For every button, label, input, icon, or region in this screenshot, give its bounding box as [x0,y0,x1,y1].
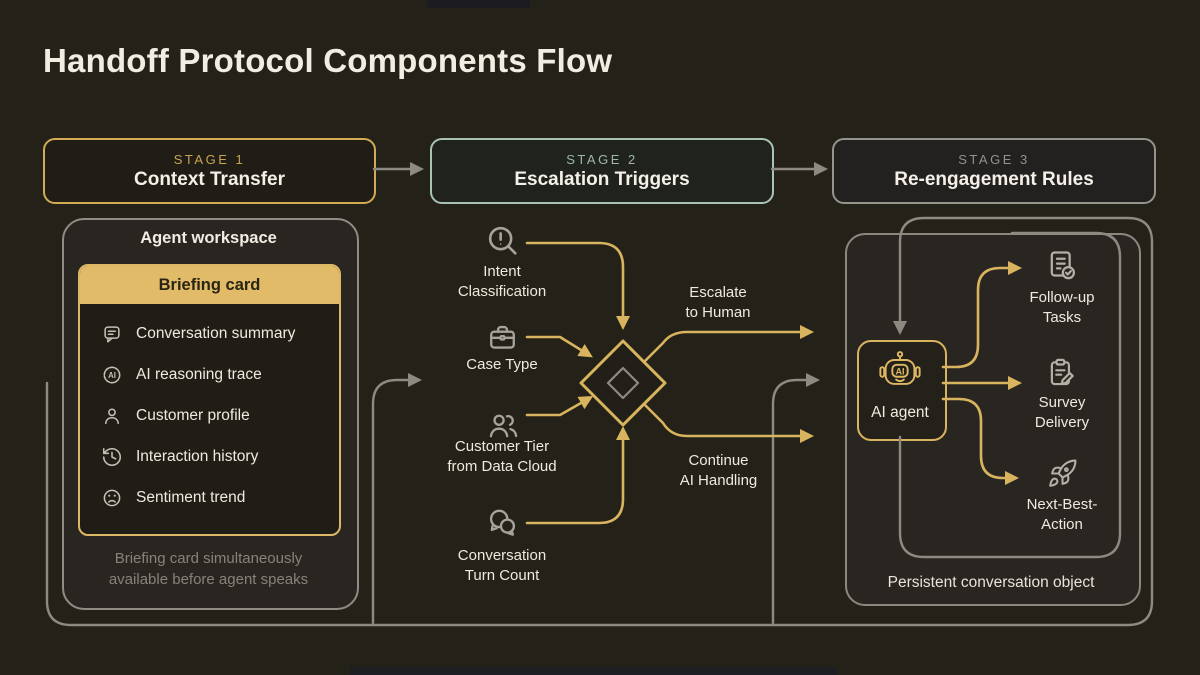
continue-arrow [637,397,814,443]
survey-delivery-label: Survey Delivery [1034,394,1090,431]
ai-agent-box [857,340,947,441]
list-item-label: AI reasoning trace [136,366,262,383]
ai-agent-label: AI agent [871,404,929,421]
workspace-title: Agent workspace [140,229,277,247]
stage-1-box: STAGE 1 Context Transfer [43,138,376,204]
turn-count-label: Conversation Turn Count [457,547,547,584]
turncount-to-diamond-arrow [525,426,630,525]
decision-diamond-inner [606,366,640,400]
list-item: Interaction history [101,446,339,468]
frown-icon [103,489,121,507]
case-type-label: Case Type [466,356,538,373]
task-check-icon [1050,251,1076,280]
history-icon [102,447,121,466]
next-best-action-label: Next-Best- Action [1026,496,1098,533]
list-item-label: Interaction history [136,448,259,465]
rocket-icon [1049,459,1077,487]
customer-tier-label: Customer Tier from Data Cloud [447,438,557,475]
briefing-card: Briefing card Conversation summary AI AI… [78,264,341,536]
list-item-label: Sentiment trend [136,489,246,506]
persistent-conversation-label: Persistent conversation object [887,574,1095,591]
follow-up-tasks-label: Follow-up Tasks [1029,289,1095,326]
ai-robot-icon: AI [879,351,921,385]
search-alert-icon [488,226,517,255]
page-title: Handoff Protocol Components Flow [43,42,613,79]
casetype-to-diamond-arrow [525,335,593,358]
stage-3-label: STAGE 3 [958,151,1030,167]
briefcase-icon [490,325,515,349]
stage-1-label: STAGE 1 [173,151,246,167]
context-wraparound-path [45,216,1154,627]
branch-to-reengagement-arrow [771,373,820,625]
people-icon [489,414,518,438]
escalate-arrow [637,325,814,369]
bottom-bar-artifact [350,667,837,675]
list-item: Customer profile [101,405,339,427]
briefing-card-header: Briefing card [80,266,339,304]
escalate-to-human-label: Escalate to Human [685,284,751,321]
list-item: Sentiment trend [101,487,339,509]
stage-3-title: Re-engagement Rules [894,168,1094,190]
agent-feedback-loop [898,231,1122,559]
list-item: Conversation summary [101,323,339,345]
stage-2-label: STAGE 2 [566,151,638,167]
message-lines-icon [104,326,120,343]
stage-2-box: STAGE 2 Escalation Triggers [430,138,774,204]
intent-to-diamond-arrow [525,241,630,330]
list-item: AI AI reasoning trace [101,364,339,386]
workspace-caption: Briefing card simultaneously available b… [108,550,309,588]
stage-1-title: Context Transfer [134,168,285,190]
stage-2-title: Escalation Triggers [514,168,690,190]
continue-ai-handling-label: Continue AI Handling [679,452,758,489]
chat-bubbles-icon [489,509,516,536]
branch-to-triggers-arrow [371,373,422,625]
list-item-label: Customer profile [136,407,250,424]
stage-3-box: STAGE 3 Re-engagement Rules [832,138,1156,204]
list-item-label: Conversation summary [136,325,296,342]
briefing-card-body: Conversation summary AI AI reasoning tra… [80,304,339,528]
decision-diamond [579,339,667,427]
agent-to-followup-arrow [941,261,1022,369]
ai-seal-icon: AI [103,366,121,384]
ai-robot-text: AI [895,366,904,376]
ai-seal-text: AI [108,371,116,380]
clipboard-pencil-icon [1050,358,1074,386]
tier-to-diamond-arrow [525,396,594,417]
person-icon [104,408,120,425]
agent-to-nba-arrow [941,397,1019,485]
intent-classification-label: Intent Classification [457,263,547,300]
top-bar-artifact [427,0,530,8]
